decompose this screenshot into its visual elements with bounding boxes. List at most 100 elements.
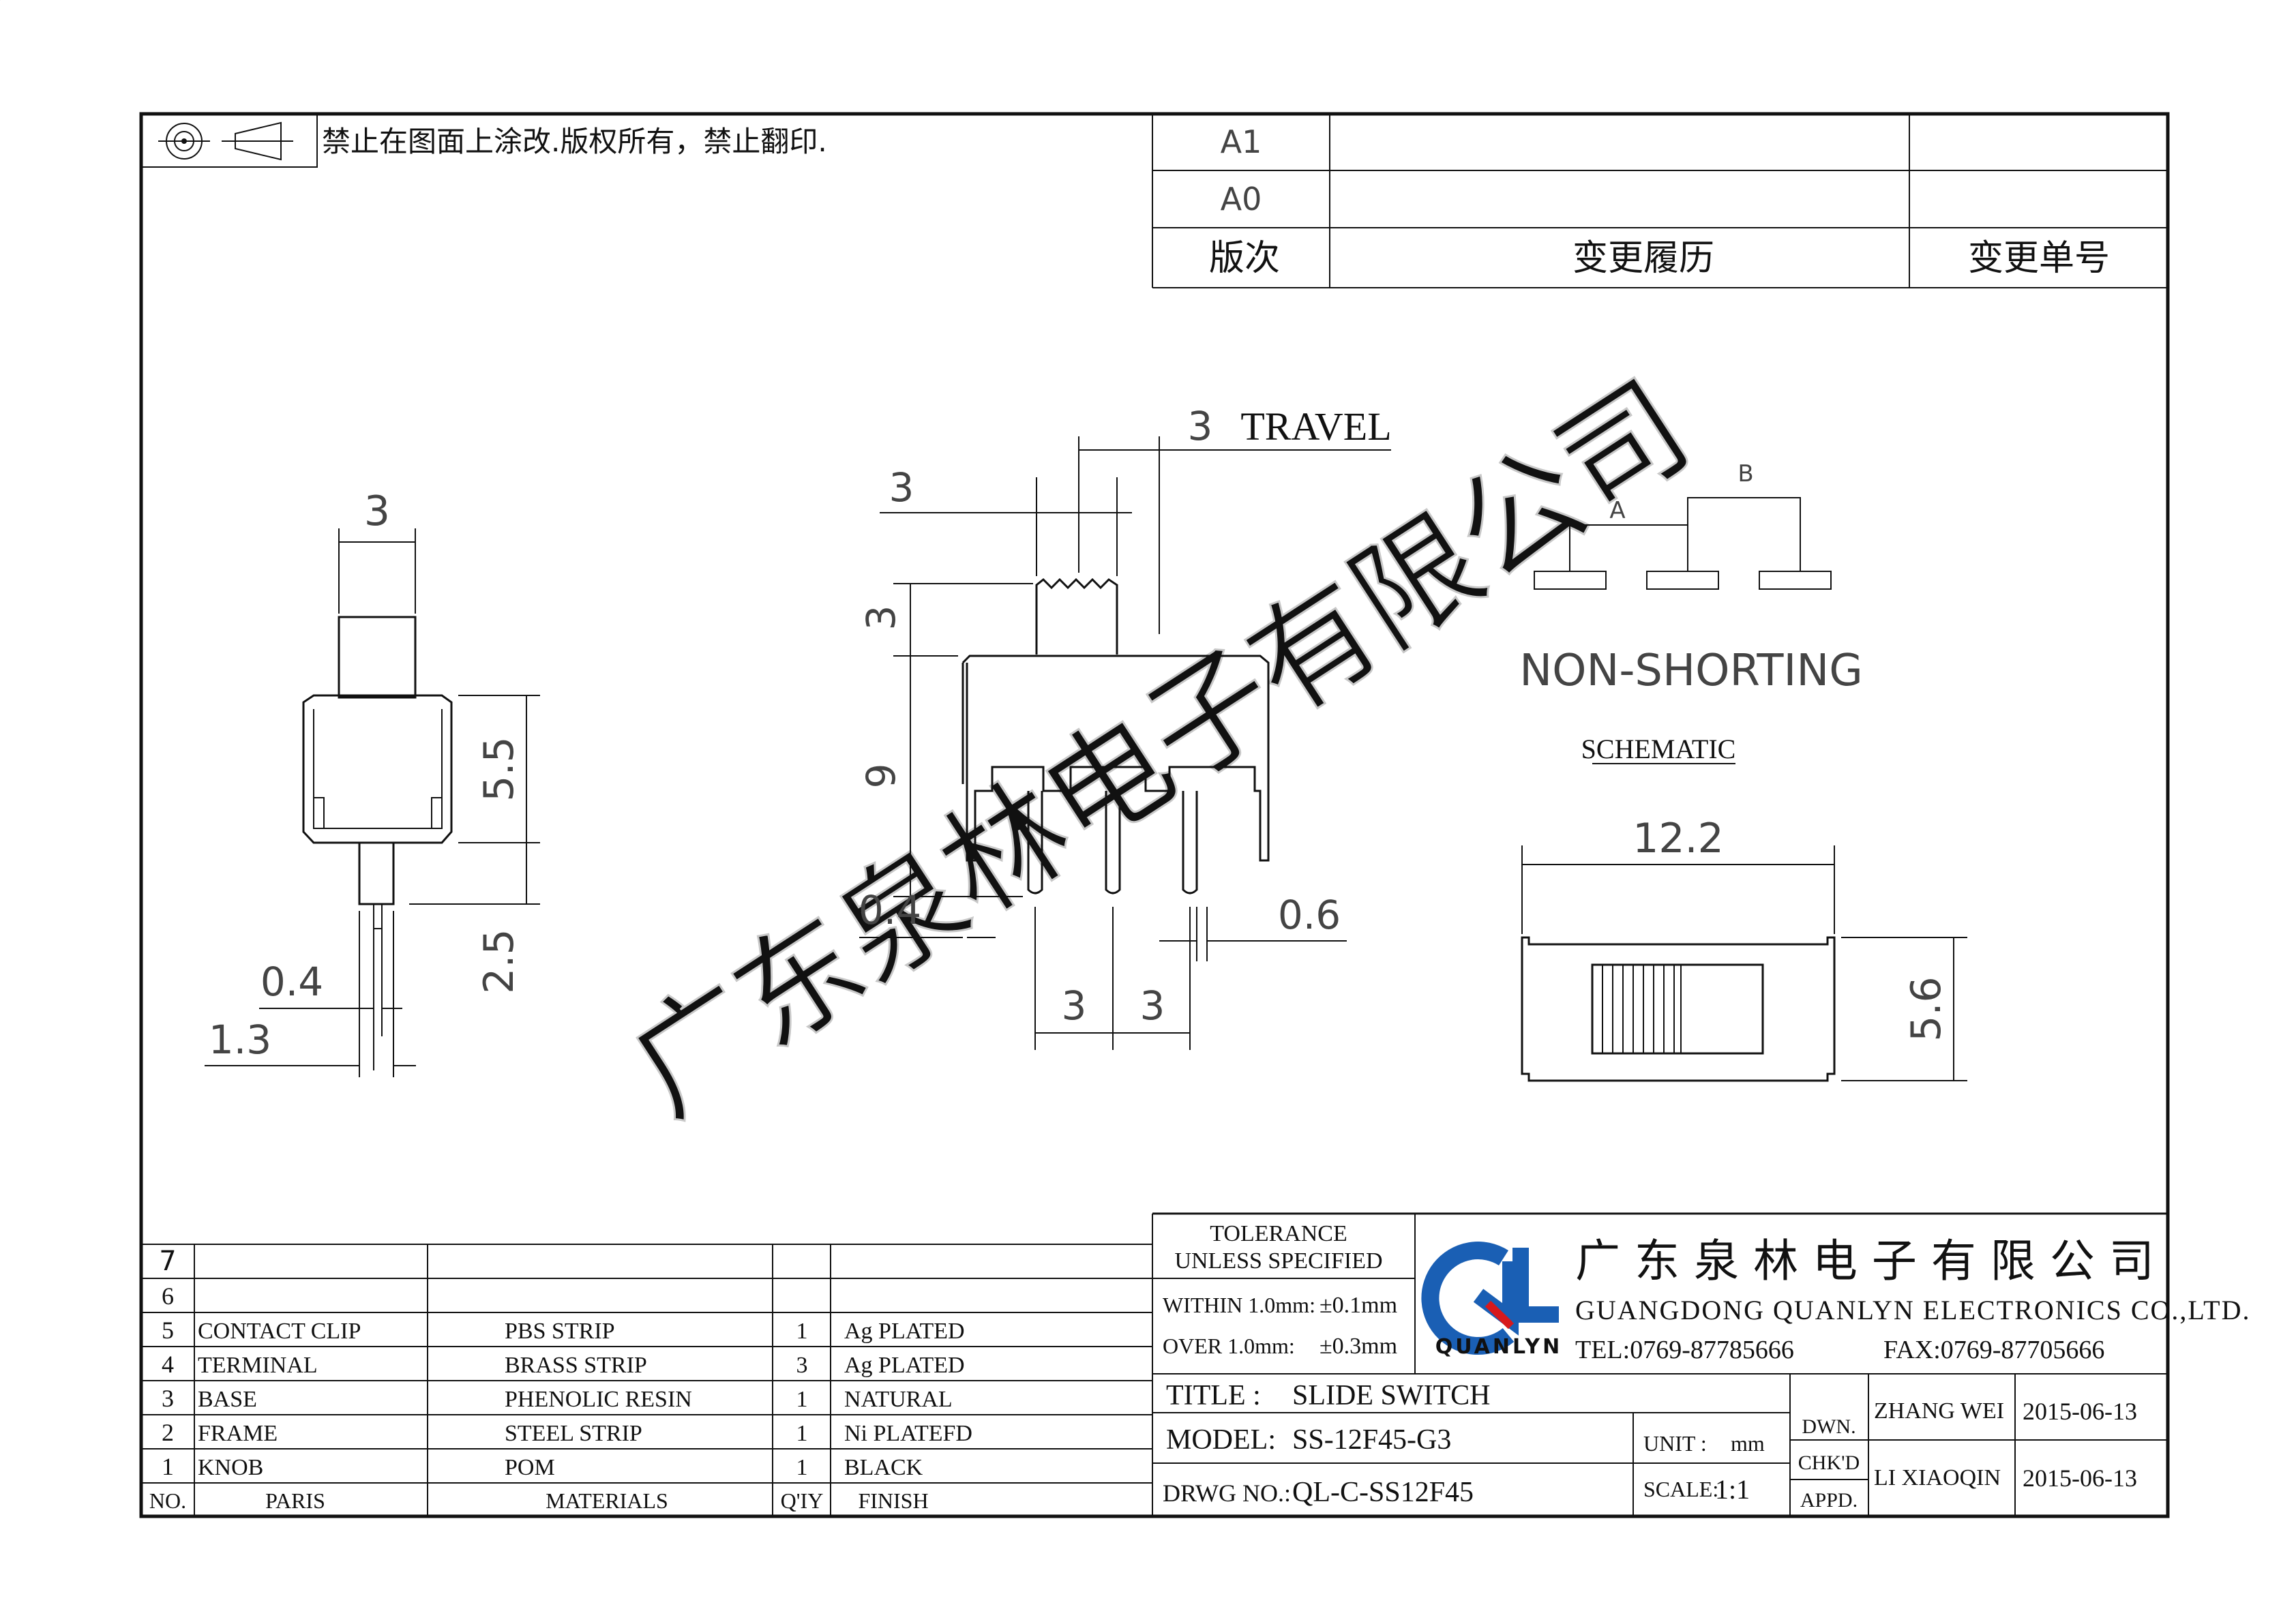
parts-no-6: 6 bbox=[162, 1282, 174, 1310]
logo-caption: QUANLYN bbox=[1435, 1335, 1563, 1359]
side-dim-pin-width: 1.3 bbox=[209, 1017, 271, 1063]
parts-no-1: 1 bbox=[162, 1453, 174, 1480]
front-dim-pitch-1: 3 bbox=[1062, 982, 1087, 1029]
company-tel: TEL:0769-87785666 bbox=[1575, 1336, 1794, 1364]
parts-part-1: KNOB bbox=[198, 1455, 263, 1480]
parts-material-1: POM bbox=[505, 1455, 555, 1480]
parts-finish-2: Ni PLATEFD bbox=[844, 1421, 972, 1446]
company-name-cn: 广 东 泉 林 电 子 有 限 公 司 bbox=[1575, 1235, 2154, 1287]
checked-by: LI XIAOQIN bbox=[1874, 1465, 2001, 1490]
tolerance-over-value: ±0.3mm bbox=[1320, 1334, 1397, 1359]
side-dim-body-height: 5.5 bbox=[475, 736, 523, 801]
parts-material-2: STEEL STRIP bbox=[505, 1421, 642, 1446]
notice-block: 禁止在图面上涂改.版权所有，禁止翻印. bbox=[140, 113, 827, 168]
front-dim-travel: 3 bbox=[1188, 403, 1213, 449]
projection-symbol-icon bbox=[158, 121, 293, 161]
parts-header-finish: FINISH bbox=[858, 1488, 928, 1513]
top-dim-length: 12.2 bbox=[1632, 815, 1724, 862]
parts-material-4: BRASS STRIP bbox=[505, 1353, 647, 1378]
unit-value: mm bbox=[1731, 1431, 1765, 1456]
drwg-label: DRWG NO.: bbox=[1163, 1480, 1291, 1507]
title-value: SLIDE SWITCH bbox=[1292, 1380, 1490, 1411]
parts-no-4: 4 bbox=[162, 1351, 174, 1378]
revision-row-a0: A0 bbox=[1221, 181, 1262, 217]
parts-no-2: 2 bbox=[162, 1419, 174, 1446]
parts-part-2: FRAME bbox=[198, 1421, 278, 1446]
parts-no-3: 3 bbox=[162, 1385, 174, 1412]
front-travel-label: TRAVEL bbox=[1240, 404, 1391, 449]
revision-header-number: 变更单号 bbox=[1968, 238, 2110, 279]
parts-material-5: PBS STRIP bbox=[505, 1319, 615, 1344]
parts-qty-1: 1 bbox=[796, 1455, 808, 1480]
front-dim-pin-width: 0.6 bbox=[1278, 892, 1341, 938]
parts-no-5: 5 bbox=[162, 1317, 174, 1344]
tolerance-within-value: ±0.1mm bbox=[1320, 1293, 1397, 1318]
parts-no-7: 7 bbox=[159, 1246, 176, 1277]
side-view: 3 5.5 2.5 0.4 1.3 bbox=[205, 487, 540, 1077]
scale-value: 1:1 bbox=[1715, 1474, 1750, 1505]
drawn-date: 2015-06-13 bbox=[2023, 1398, 2137, 1425]
parts-header-materials: MATERIALS bbox=[546, 1488, 668, 1513]
tolerance-over-label: OVER 1.0mm: bbox=[1163, 1334, 1295, 1358]
chk-label: CHK'D bbox=[1798, 1452, 1860, 1474]
parts-part-4: TERMINAL bbox=[198, 1353, 318, 1378]
parts-qty-2: 1 bbox=[796, 1421, 808, 1446]
drawn-by: ZHANG WEI bbox=[1874, 1398, 2004, 1424]
side-dim-pin-thickness: 0.4 bbox=[260, 959, 323, 1005]
revision-table: A1 A0 版次 变更履历 变更单号 bbox=[1152, 114, 2168, 288]
front-view: 3 TRAVEL 3 3 9 0.4 3 3 0.6 bbox=[858, 403, 1392, 1050]
parts-finish-1: BLACK bbox=[844, 1455, 923, 1480]
revision-row-a1: A1 bbox=[1221, 123, 1262, 160]
parts-finish-3: NATURAL bbox=[844, 1387, 953, 1412]
front-dim-frame-thickness: 0.4 bbox=[859, 887, 921, 933]
front-dim-knob-height: 3 bbox=[858, 605, 904, 631]
parts-table: 7 6 5 CONTACT CLIP PBS STRIP 1 Ag PLATED… bbox=[141, 1214, 1153, 1516]
parts-material-3: PHENOLIC RESIN bbox=[505, 1387, 692, 1412]
parts-header-no: NO. bbox=[149, 1488, 186, 1513]
dwn-label: DWN. bbox=[1802, 1415, 1855, 1438]
model-label: MODEL: bbox=[1166, 1424, 1276, 1456]
parts-finish-4: Ag PLATED bbox=[844, 1353, 965, 1378]
scale-label: SCALE: bbox=[1643, 1477, 1718, 1501]
tolerance-heading-2: UNLESS SPECIFIED bbox=[1174, 1248, 1382, 1274]
parts-part-3: BASE bbox=[198, 1387, 257, 1412]
front-dim-knob-width: 3 bbox=[889, 464, 914, 511]
parts-part-5: CONTACT CLIP bbox=[198, 1319, 361, 1344]
schematic-label-a: A bbox=[1609, 497, 1625, 524]
appd-label: APPD. bbox=[1800, 1489, 1858, 1512]
model-value: SS-12F45-G3 bbox=[1292, 1424, 1451, 1456]
top-dim-width: 5.6 bbox=[1903, 976, 1950, 1041]
checked-date: 2015-06-13 bbox=[2023, 1465, 2137, 1492]
schematic-caption: SCHEMATIC bbox=[1581, 734, 1736, 764]
front-dim-pitch-2: 3 bbox=[1140, 982, 1165, 1029]
company-logo-icon: QUANLYN bbox=[1421, 1242, 1563, 1359]
drawing-border bbox=[139, 112, 2170, 1518]
title-block: TOLERANCE UNLESS SPECIFIED WITHIN 1.0mm:… bbox=[0, 0, 2251, 1516]
tolerance-heading-1: TOLERANCE bbox=[1210, 1221, 1347, 1246]
title-label: TITLE : bbox=[1166, 1380, 1261, 1411]
parts-qty-3: 1 bbox=[796, 1387, 808, 1412]
notice-text: 禁止在图面上涂改.版权所有，禁止翻印. bbox=[322, 125, 827, 158]
knob-grip-lines bbox=[1602, 965, 1682, 1053]
parts-qty-5: 1 bbox=[796, 1319, 808, 1344]
drwg-value: QL-C-SS12F45 bbox=[1292, 1477, 1474, 1508]
side-dim-width: 3 bbox=[364, 487, 390, 535]
company-name-en: GUANGDONG QUANLYN ELECTRONICS CO.,LTD. bbox=[1575, 1295, 2251, 1325]
company-fax: FAX:0769-87705666 bbox=[1883, 1336, 2104, 1364]
parts-qty-4: 3 bbox=[796, 1353, 808, 1378]
schematic-type: NON-SHORTING bbox=[1519, 646, 1863, 696]
schematic: A B NON-SHORTING SCHEMATIC bbox=[1519, 460, 1863, 764]
tolerance-within-label: WITHIN 1.0mm: bbox=[1163, 1293, 1315, 1317]
side-dim-pin-height: 2.5 bbox=[475, 929, 523, 993]
schematic-label-b: B bbox=[1738, 460, 1753, 487]
unit-label: UNIT : bbox=[1643, 1431, 1707, 1456]
company-logo-letters: QL bbox=[0, 0, 1, 1]
revision-header-history: 变更履历 bbox=[1572, 238, 1714, 279]
front-dim-body-height: 9 bbox=[858, 764, 904, 789]
parts-finish-5: Ag PLATED bbox=[844, 1319, 965, 1344]
top-view: 12.2 5.6 bbox=[1521, 815, 1967, 1082]
parts-header-parts: PARIS bbox=[265, 1488, 325, 1513]
revision-header-version: 版次 bbox=[1209, 238, 1280, 279]
parts-header-qty: Q'IY bbox=[781, 1488, 824, 1513]
